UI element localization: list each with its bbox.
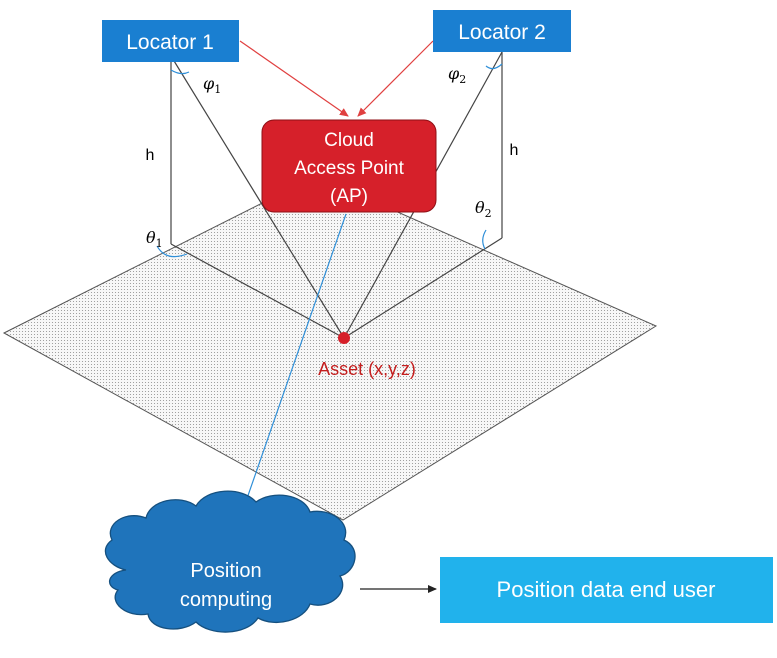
phi2-label: φ2 bbox=[448, 64, 466, 86]
locator1-asset-line bbox=[170, 55, 345, 339]
locator1-ground-line bbox=[170, 243, 345, 339]
phi2-angle-arc bbox=[485, 63, 503, 70]
theta1-angle-arc bbox=[156, 245, 188, 258]
locator1-label: Locator 1 bbox=[126, 31, 214, 54]
ap-to-computing-arrow bbox=[234, 213, 347, 531]
end-user-node: Position data end user bbox=[440, 557, 773, 623]
locator2-ground-line bbox=[343, 237, 503, 339]
locator2-to-ap-arrow bbox=[357, 40, 434, 117]
theta2-label: θ2 bbox=[475, 198, 492, 220]
position-computing-cloud: Position computing bbox=[104, 490, 356, 633]
phi1-label: φ1 bbox=[203, 74, 221, 96]
access-point-line-1: Cloud bbox=[324, 130, 374, 151]
position-computing-line-2: computing bbox=[180, 589, 272, 611]
phi1-angle-arc bbox=[170, 69, 190, 75]
ground-plane bbox=[2, 175, 658, 521]
height-right-label: h bbox=[510, 142, 519, 159]
theta1-label: θ1 bbox=[146, 228, 163, 250]
position-computing-line-1: Position bbox=[190, 560, 261, 582]
access-point-line-3: (AP) bbox=[330, 186, 368, 207]
asset-point bbox=[338, 332, 350, 344]
access-point-line-2: Access Point bbox=[294, 158, 405, 179]
locator1-node: Locator 1 bbox=[102, 20, 239, 62]
access-point-node: Cloud Access Point (AP) bbox=[261, 119, 437, 213]
locator1-to-ap-arrow bbox=[239, 40, 349, 117]
height-left-label: h bbox=[146, 147, 155, 164]
theta2-angle-arc bbox=[482, 229, 487, 250]
locator2-label: Locator 2 bbox=[458, 21, 546, 44]
locator2-node: Locator 2 bbox=[433, 10, 571, 52]
asset-label: Asset (x,y,z) bbox=[318, 359, 416, 379]
end-user-label: Position data end user bbox=[497, 577, 716, 602]
